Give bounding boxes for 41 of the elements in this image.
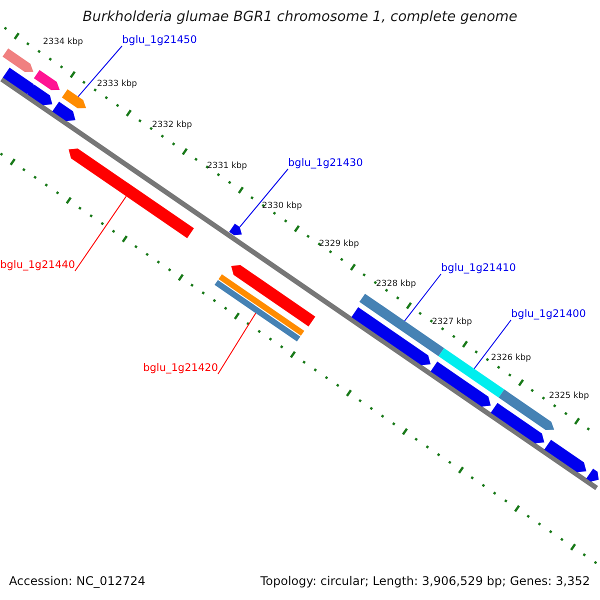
gene-label: bglu_1g21430: [288, 157, 363, 169]
scale-label: 2329 kbp: [319, 239, 360, 249]
leader-line: [78, 46, 122, 98]
gene-label: bglu_1g21420: [143, 362, 218, 374]
gene-label: bglu_1g21400: [511, 308, 586, 320]
leader-line: [239, 168, 288, 228]
scale-label: 2332 kbp: [152, 120, 192, 130]
leader-line: [474, 320, 512, 370]
gene-feature: [229, 224, 242, 236]
leader-line: [74, 196, 127, 272]
leader-line: [218, 312, 256, 374]
scale-label: 2328 kbp: [376, 279, 416, 289]
scale-label: 2333 kbp: [97, 79, 138, 89]
gene-label: bglu_1g21440: [0, 259, 75, 271]
gene-feature: [28, 84, 52, 106]
gene-feature: [430, 362, 491, 407]
gene-label: bglu_1g21450: [122, 34, 197, 46]
gene-feature: [62, 89, 86, 108]
gene-feature: [351, 307, 431, 366]
scale-label: 2331 kbp: [207, 161, 248, 171]
gene-feature: [490, 402, 544, 444]
scale-label: 2325 kbp: [549, 391, 590, 401]
scale-label: 2327 kbp: [432, 317, 472, 327]
title: Burkholderia glumae BGR1 chromosome 1, complete genome: [82, 9, 518, 25]
genome-summary-text: Topology: circular; Length: 3,906,529 bp; Genes: 3,352: [260, 574, 590, 588]
gene-feature: [2, 68, 36, 94]
scale-label: 2334 kbp: [43, 37, 84, 47]
gene-label: bglu_1g21410: [441, 262, 516, 274]
gene-feature: [34, 70, 60, 90]
accession-text: Accession: NC_012724: [9, 574, 146, 588]
gene-feature: [544, 440, 586, 472]
gene-feature: [231, 265, 316, 326]
scale-label: 2326 kbp: [491, 353, 532, 363]
gene-feature: [68, 148, 194, 238]
gene-feature: [52, 102, 76, 122]
gene-feature: [586, 468, 599, 482]
leader-line: [404, 274, 442, 322]
gene-feature: [214, 280, 300, 342]
gene-feature: [2, 48, 34, 72]
gene-feature: [218, 274, 304, 336]
scale-label: 2330 kbp: [262, 201, 302, 211]
